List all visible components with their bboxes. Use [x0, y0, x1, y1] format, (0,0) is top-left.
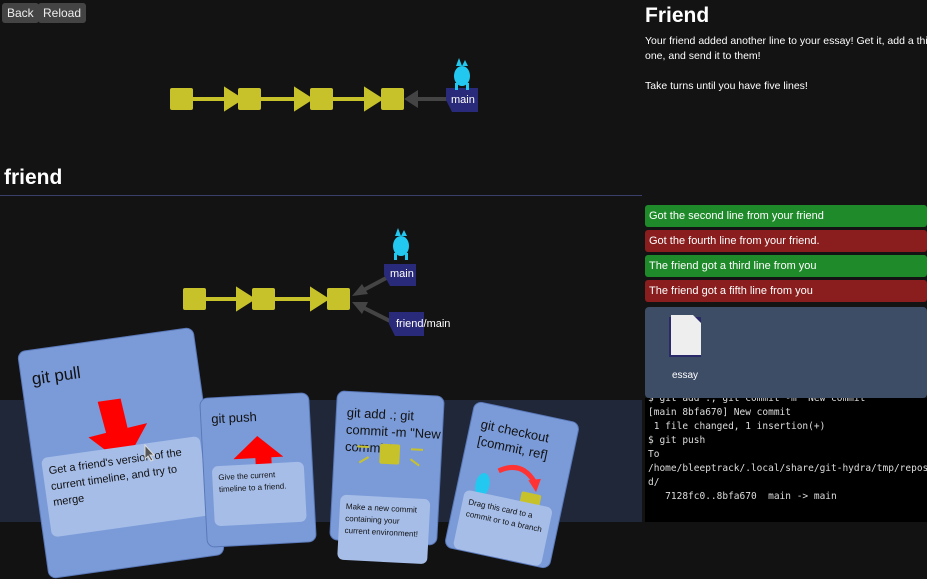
branch-label-friend-main[interactable]: friend/main — [396, 318, 451, 330]
commit[interactable] — [170, 88, 193, 110]
back-button[interactable]: Back — [2, 3, 39, 23]
divider — [0, 195, 642, 196]
terminal-line: [main 8bfa670] New commit — [648, 407, 791, 418]
commit[interactable] — [310, 88, 333, 110]
reload-button[interactable]: Reload — [38, 3, 87, 23]
terminal-line: 7128fc0..8bfa670 main -> main — [648, 491, 837, 502]
mouse-cursor-icon — [144, 444, 156, 462]
friend-heading: friend — [4, 166, 63, 189]
card-description: Make a new commit containing your curren… — [337, 494, 431, 565]
file-browser: essay — [645, 307, 927, 398]
level-description: Your friend added another line to your e… — [645, 35, 927, 92]
top-graph — [170, 58, 478, 112]
branch-label-main[interactable]: main — [451, 94, 475, 106]
commit[interactable] — [183, 288, 206, 310]
friend-graph — [183, 228, 424, 336]
card-git-push[interactable]: git push Give the current timeline to a … — [199, 392, 317, 548]
terminal-line: d/ — [648, 477, 660, 488]
timeline-panel: Back Reload — [0, 3, 642, 579]
commit[interactable] — [381, 88, 404, 110]
file-icon — [669, 315, 701, 357]
card-git-checkout[interactable]: git checkout [commit, ref] Drag this car… — [443, 400, 581, 570]
terminal-line: $ git add .; git commit -m "New commit" — [648, 398, 872, 404]
quest-item: The friend got a third line from you — [645, 255, 927, 277]
quest-item: Got the second line from your friend — [645, 205, 927, 227]
commit[interactable] — [327, 288, 350, 310]
card-description: Get a friend's version of the current ti… — [40, 435, 211, 538]
card-git-commit[interactable]: git add .; git commit -m "New commit" Ma… — [329, 390, 445, 565]
level-panel: Friend Your friend added another line to… — [642, 0, 927, 522]
commit-graph — [170, 58, 478, 336]
quest-item: Got the fourth line from your friend. — [645, 230, 927, 252]
new-commit-icon — [357, 443, 424, 467]
file-essay[interactable]: essay — [665, 315, 705, 381]
branch-main[interactable] — [446, 88, 478, 112]
card-description: Give the current timeline to a friend. — [211, 461, 307, 527]
head-icon — [393, 228, 409, 260]
card-title: git pull — [30, 362, 82, 389]
head-icon — [454, 58, 470, 90]
card-title: git push — [210, 409, 258, 427]
file-name: essay — [671, 370, 699, 381]
card-git-pull[interactable]: git pull Get a friend's version of the c… — [16, 326, 226, 579]
terminal-line: To — [648, 449, 660, 460]
commit[interactable] — [252, 288, 275, 310]
terminal-line: $ git push — [648, 435, 706, 446]
branch-label-main[interactable]: main — [390, 268, 414, 280]
terminal-line: 1 file changed, 1 insertion(+) — [648, 421, 826, 432]
level-title: Friend — [645, 4, 710, 27]
commit[interactable] — [238, 88, 261, 110]
terminal-line: /home/bleeptrack/.local/share/git-hydra/… — [648, 463, 927, 474]
terminal-output[interactable]: $ git add .; git commit -m "New commit" [… — [645, 398, 927, 522]
quest-item: The friend got a fifth line from you — [645, 280, 927, 302]
